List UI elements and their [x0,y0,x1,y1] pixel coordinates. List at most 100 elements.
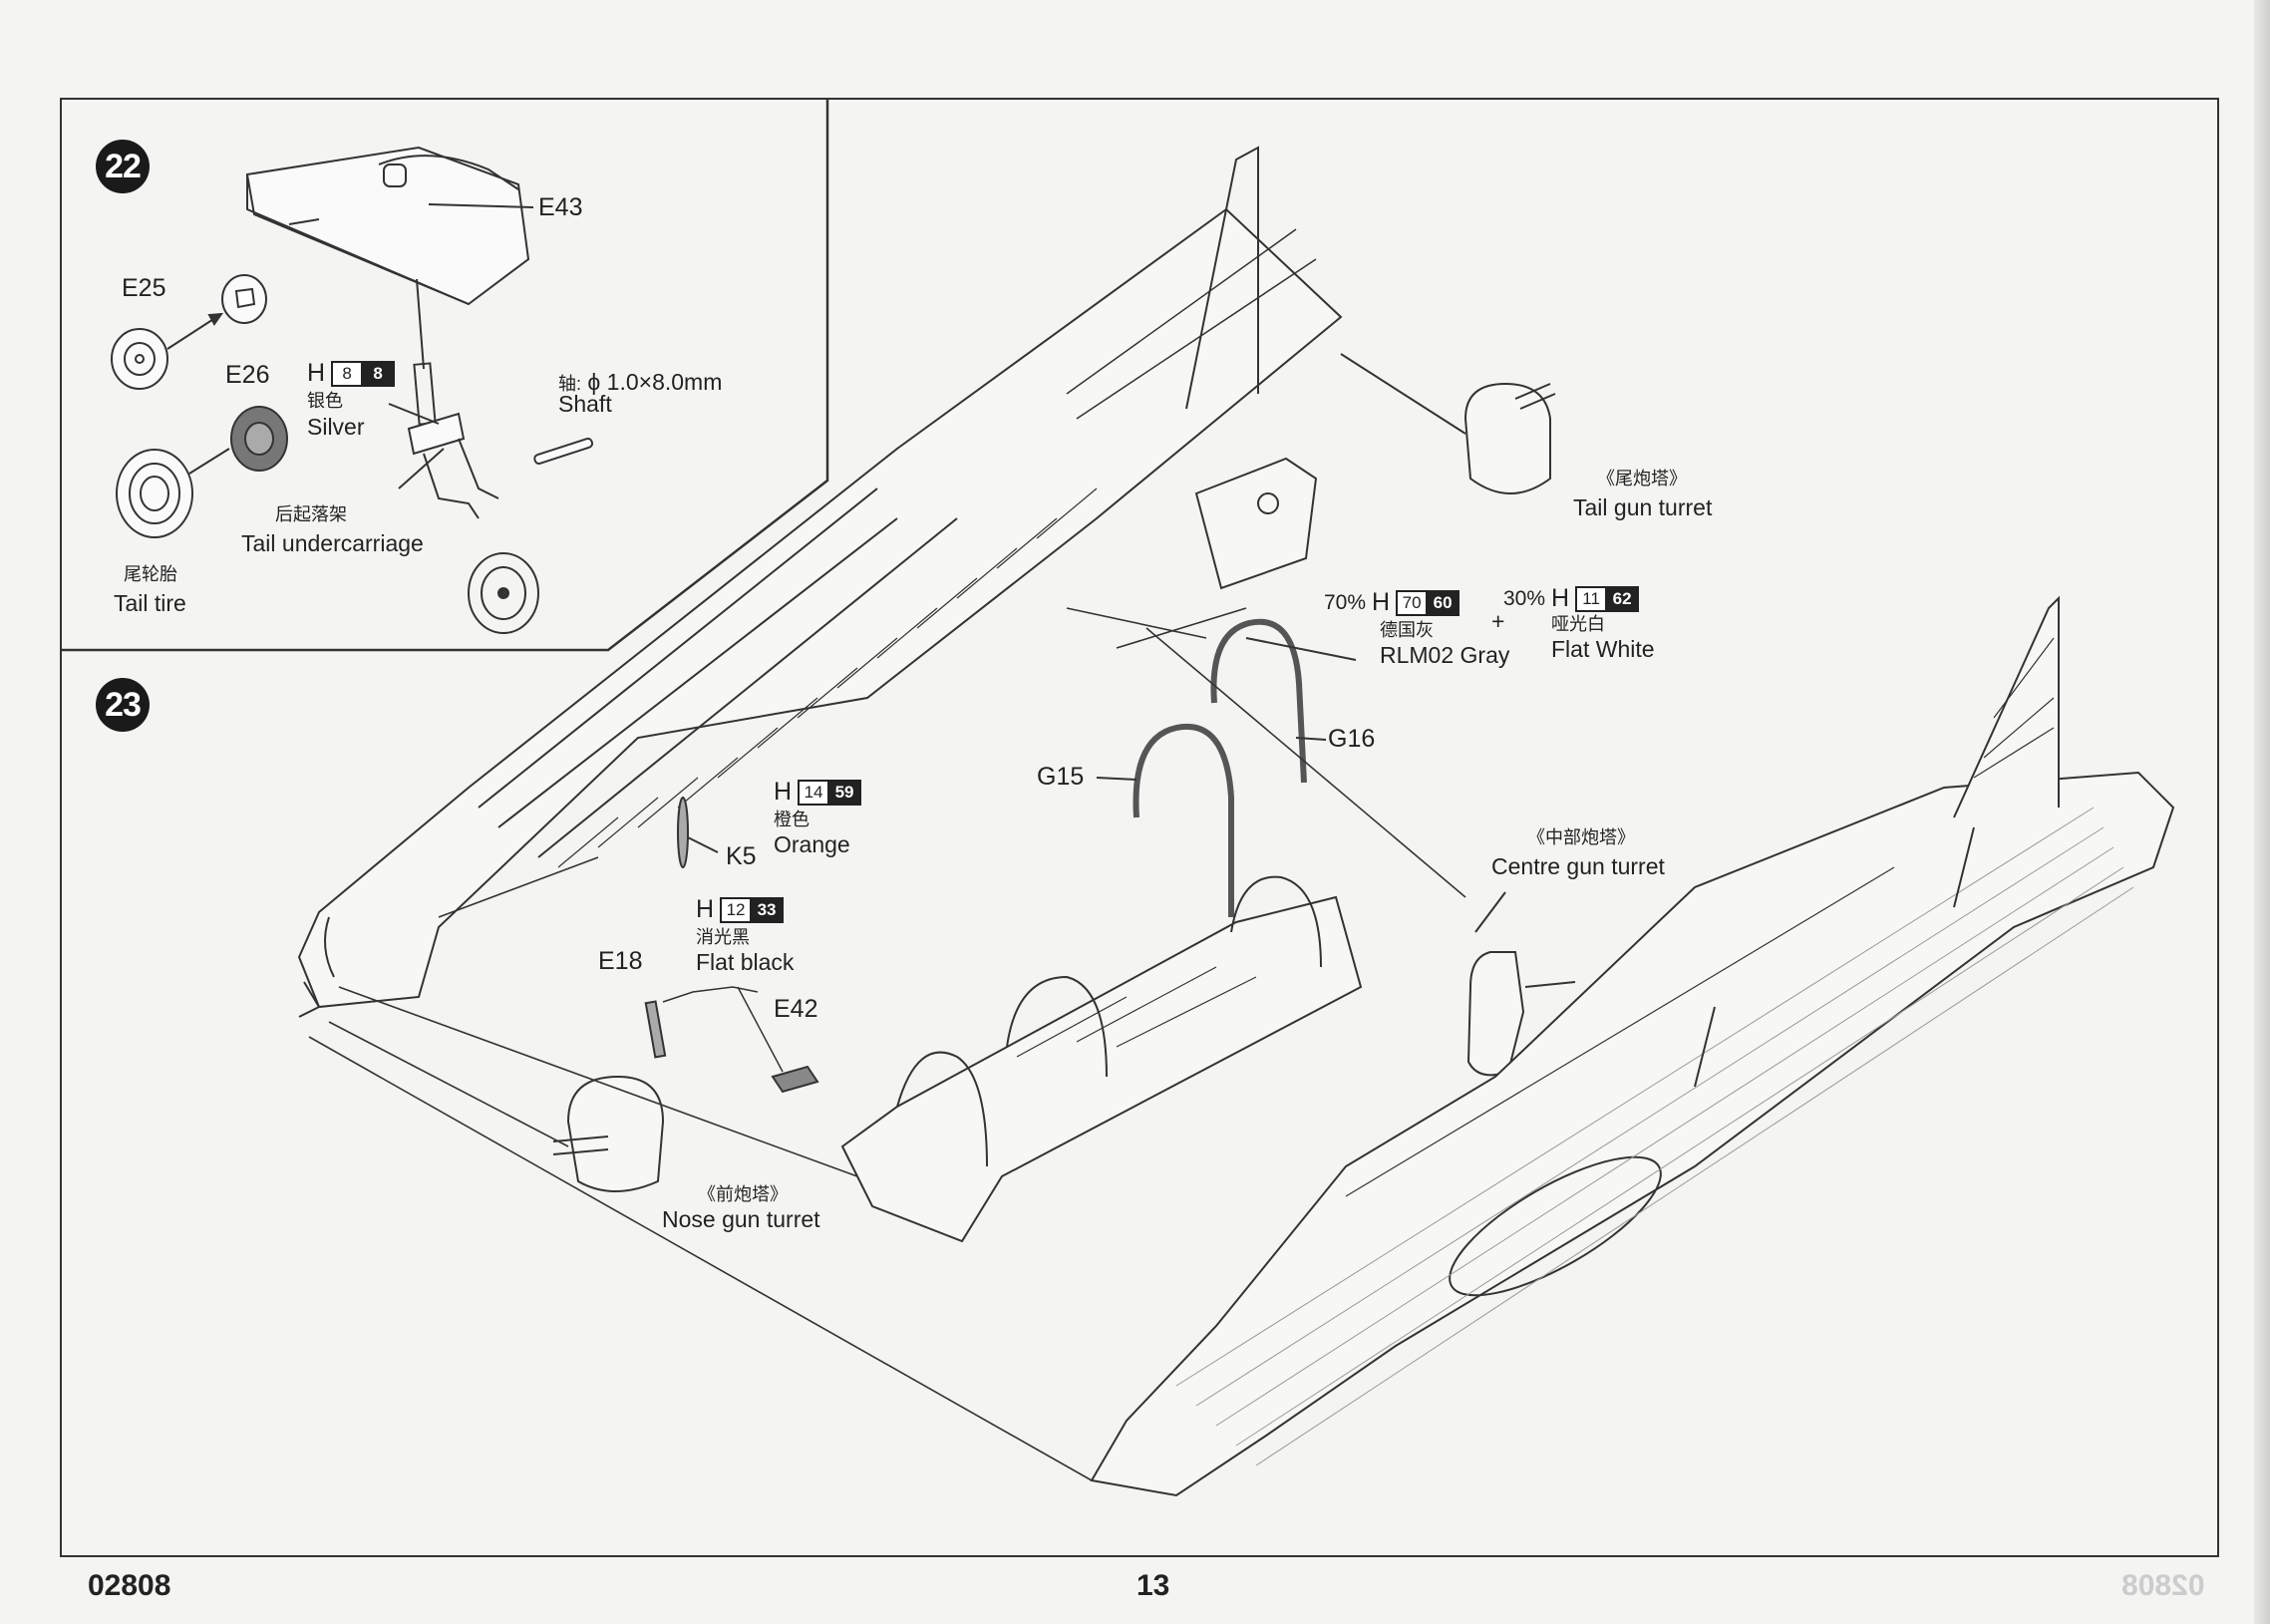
label-e25: E25 [122,274,166,302]
label-shaft-dimension: ϕ 1.0×8.0mm [587,369,723,395]
leader-g16 [1296,738,1326,740]
paint-silver-code-1: 8 [333,362,364,385]
label-orange-en: Orange [774,831,850,857]
e42-part-illustration [773,1067,817,1092]
leader-mix [1246,638,1356,660]
tail-tire-illustration [117,450,192,537]
label-shaft-prefix: 轴: [558,374,582,394]
leader-silver [389,404,439,424]
label-flat-black-cn: 消光黑 [696,927,750,947]
page-edge [2254,0,2270,1624]
step22-panel-border [60,98,827,650]
fuselage-half-right-illustration [1092,598,2173,1495]
paint-mix-white-pct: 30% [1503,586,1546,610]
k5-part-illustration [678,798,688,867]
paint-mix-white-code-2: 62 [1607,587,1638,610]
paint-mix-white: 30% H 11 62 [1503,584,1640,613]
leader-flat-black [663,987,783,1072]
paint-mix-white-h: H [1551,584,1570,612]
label-tail-turret-en: Tail gun turret [1573,494,1713,520]
instruction-frame [60,98,2219,1557]
paint-orange-code-2: 59 [829,781,860,804]
label-shaft-en: Shaft [558,391,612,417]
label-undercarriage-en: Tail undercarriage [241,530,424,556]
page-number: 13 [1136,1569,1170,1602]
step-23-badge: 23 [96,678,150,732]
paint-orange: H 14 59 [774,778,862,807]
tail-turret-part [1465,384,1555,493]
paint-mix-white-code-1: 11 [1577,587,1608,610]
leader-g15 [1097,778,1136,780]
paint-mix-gray-codes: 70 60 [1396,589,1460,616]
tail-cap-part [1196,459,1316,588]
label-k5: K5 [726,842,757,870]
label-undercarriage-cn: 后起落架 [275,504,347,524]
paint-flat-black: H 12 33 [696,895,785,924]
step-22-badge: 22 [96,140,150,193]
leader-undercarriage [399,449,444,488]
label-g16: G16 [1328,725,1376,753]
tire-tread-illustration [231,407,287,471]
e25-hub-illustration [112,329,167,389]
paint-silver-code-2: 8 [363,362,394,385]
label-white-en: Flat White [1551,636,1655,662]
label-centre-turret-cn: 《中部炮塔》 [1527,827,1635,847]
label-centre-turret-en: Centre gun turret [1491,853,1665,879]
cockpit-floor-illustration [842,877,1361,1241]
paint-mix-gray-pct: 70% [1324,590,1367,614]
label-e43: E43 [538,193,583,221]
nose-turret-part [553,1077,663,1191]
paint-mix-white-codes: 11 62 [1575,585,1640,612]
label-e26: E26 [225,361,270,389]
leader-tail-turret [1341,354,1465,434]
label-tire-cn: 尾轮胎 [124,564,177,584]
label-gray-en: RLM02 Gray [1380,642,1510,668]
tail-strut-illustration [409,279,538,633]
paint-orange-h: H [774,778,793,806]
paint-silver-h: H [307,359,326,387]
paint-orange-codes: 14 59 [798,779,862,806]
paint-flat-black-codes: 12 33 [720,896,785,923]
label-silver-cn: 银色 [307,391,343,411]
fuselage-half-left-illustration [299,148,1341,1017]
label-shaft-dim: 轴: ϕ 1.0×8.0mm [558,369,722,395]
label-orange-cn: 橙色 [774,810,810,829]
bleed-through-code: 02808 [2121,1569,2205,1602]
paint-flat-black-h: H [696,895,715,923]
e43-part-illustration [247,148,528,304]
e18-part-illustration [646,1002,665,1058]
shaft-illustration [533,438,593,465]
paint-silver-codes: 8 8 [331,360,396,387]
paint-mix-gray-h: H [1372,588,1391,616]
paint-mix-gray-code-2: 60 [1428,591,1459,614]
label-silver-en: Silver [307,414,365,440]
label-tail-turret-cn: 《尾炮塔》 [1597,469,1687,488]
arrow-tire [189,449,229,474]
paint-silver: H 8 8 [307,359,396,388]
paint-flat-black-code-1: 12 [722,898,753,921]
assembly-guide-lines [309,608,1465,1480]
label-white-cn: 哑光白 [1551,614,1605,634]
g15-frame-illustration [1136,727,1232,917]
product-code: 02808 [88,1569,171,1602]
label-gray-cn: 德国灰 [1380,620,1434,640]
leader-e43 [429,204,533,207]
g16-frame-illustration [1213,622,1304,783]
e26-hub-illustration [222,275,266,323]
label-tire-en: Tail tire [114,590,186,616]
centre-turret-part [1468,952,1575,1075]
label-e42: E42 [774,995,818,1023]
leader-centre-turret [1475,892,1505,932]
label-nose-turret-cn: 《前炮塔》 [698,1184,788,1204]
paint-flat-black-code-2: 33 [752,898,783,921]
label-e18: E18 [598,947,643,975]
label-g15: G15 [1037,763,1085,791]
label-nose-turret-en: Nose gun turret [662,1206,820,1232]
label-flat-black-en: Flat black [696,949,795,975]
paint-orange-code-1: 14 [800,781,830,804]
paint-mix-gray: 70% H 70 60 [1324,588,1460,617]
leader-k5 [688,837,718,852]
paint-mix-gray-code-1: 70 [1398,591,1429,614]
label-plus: + [1491,608,1505,634]
